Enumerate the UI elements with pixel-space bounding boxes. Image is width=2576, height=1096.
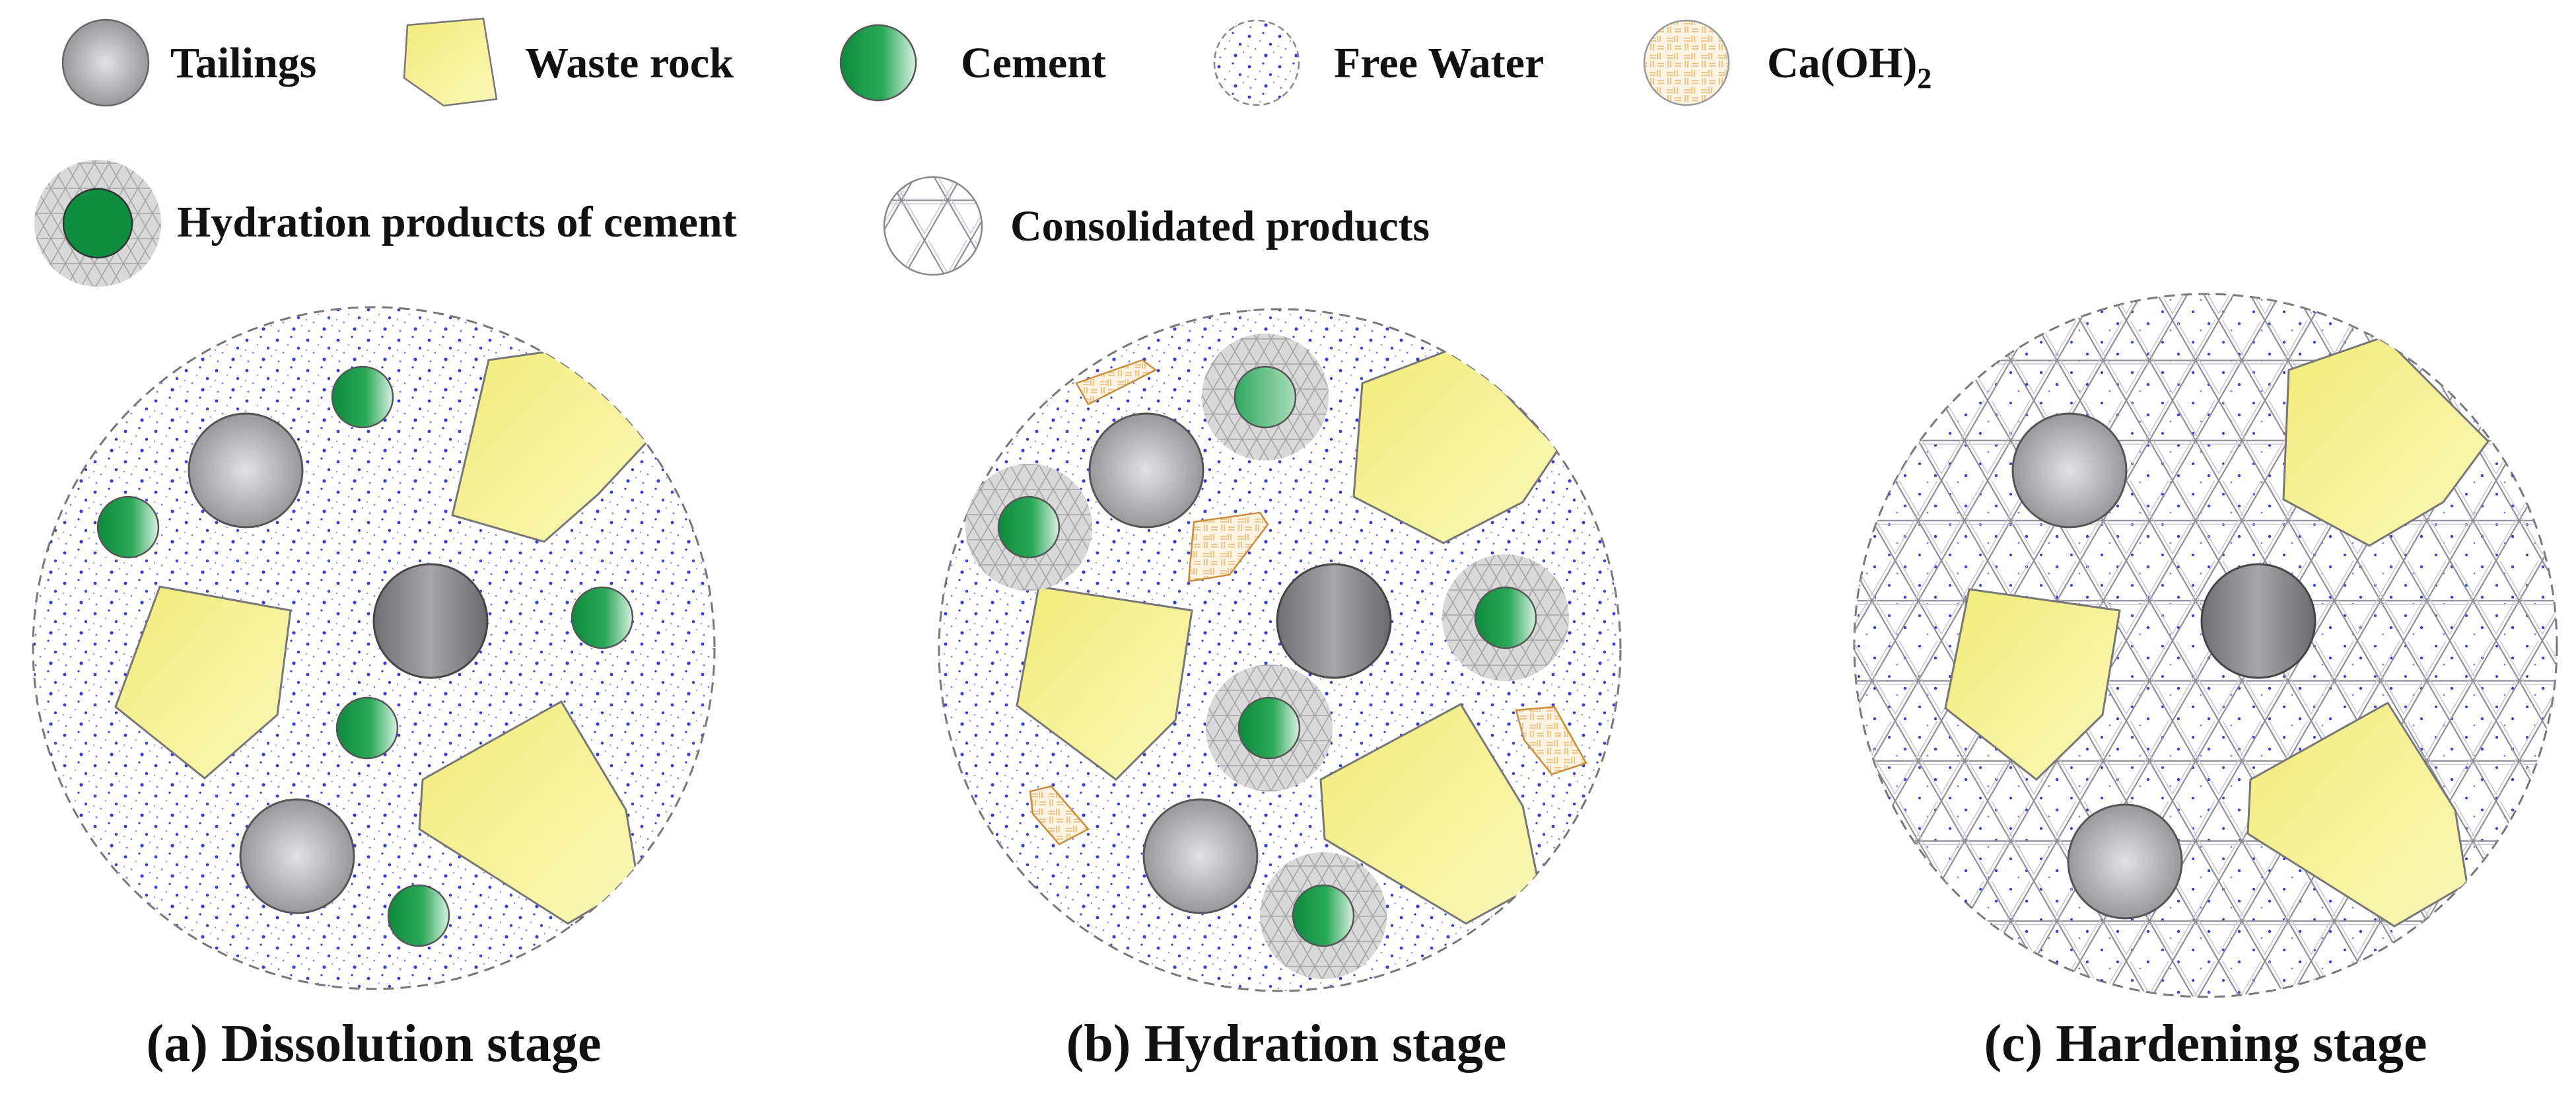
panel-caption-b: (b) Hydration stage xyxy=(1066,1015,1507,1073)
halo-sphere-icon xyxy=(34,160,161,287)
caoh2-crystal xyxy=(1515,706,1587,776)
panel-dissolution: (a) Dissolution stage xyxy=(32,306,716,1073)
panel-hydration: (b) Hydration stage xyxy=(938,308,1622,1073)
hydration-products-particle xyxy=(1260,852,1387,979)
tailings-particle xyxy=(2067,803,2183,920)
cement-particle xyxy=(331,365,394,429)
legend-item-tailings: Tailings xyxy=(61,18,316,107)
legend-label-cement: Cement xyxy=(961,39,1106,87)
tailings-particle xyxy=(2011,412,2128,529)
yellow-pentagon-icon xyxy=(403,17,498,107)
hydration-products-particle xyxy=(1206,665,1333,791)
hydration-products-particle xyxy=(965,464,1092,591)
cement-particle xyxy=(387,884,450,947)
legend-item-hydration-products: Hydration products of cement xyxy=(34,160,737,287)
legend-label-hydration-products: Hydration products of cement xyxy=(177,198,737,246)
legend-label-free-water: Free Water xyxy=(1334,39,1544,87)
cement-particle xyxy=(335,696,399,760)
legend-label-waste-rock: Waste rock xyxy=(525,39,734,87)
legend-item-caoh2: Ca(OH)2 xyxy=(1643,19,1932,106)
green-sphere-icon xyxy=(839,24,917,102)
hydration-products-particle xyxy=(1442,554,1569,681)
caoh2-crystal xyxy=(1029,785,1090,846)
legend-item-waste-rock: Waste rock xyxy=(403,17,734,107)
tailings-particle xyxy=(372,563,489,679)
hydration-products-particle xyxy=(1202,334,1329,460)
hatched-circle-icon xyxy=(1643,19,1730,106)
tailings-particle xyxy=(188,412,304,529)
waste-rock-particle xyxy=(1944,588,2121,781)
legend-label-caoh2: Ca(OH)2 xyxy=(1767,39,1932,94)
legend: Tailings Waste rock Cement Free Water Ca… xyxy=(34,17,1932,287)
waste-rock-particle xyxy=(1016,585,1193,781)
tailings-particle xyxy=(239,798,355,914)
dotted-circle-icon xyxy=(1213,19,1300,106)
panel-hardening: (c) Hardening stage xyxy=(1853,293,2558,1073)
panel-caption-a: (a) Dissolution stage xyxy=(147,1015,602,1073)
waste-rock-particle xyxy=(114,585,292,780)
cement-particle xyxy=(96,495,160,559)
caoh2-crystal xyxy=(1075,359,1158,406)
legend-item-free-water: Free Water xyxy=(1213,19,1544,106)
gray-sphere-icon xyxy=(61,18,150,107)
legend-label-tailings: Tailings xyxy=(170,39,316,87)
legend-label-consolidated-products: Consolidated products xyxy=(1010,202,1430,250)
tailings-particle xyxy=(1142,798,1259,914)
mesh-circle-icon xyxy=(883,176,983,276)
legend-item-consolidated-products: Consolidated products xyxy=(883,176,1430,276)
legend-item-cement: Cement xyxy=(839,24,1106,102)
tailings-particle xyxy=(1088,412,1204,529)
tailings-particle xyxy=(2200,563,2316,679)
tailings-particle xyxy=(1276,563,1392,679)
caoh2-crystal xyxy=(1187,511,1269,583)
cement-particle xyxy=(571,586,634,649)
panel-caption-c: (c) Hardening stage xyxy=(1984,1015,2427,1073)
